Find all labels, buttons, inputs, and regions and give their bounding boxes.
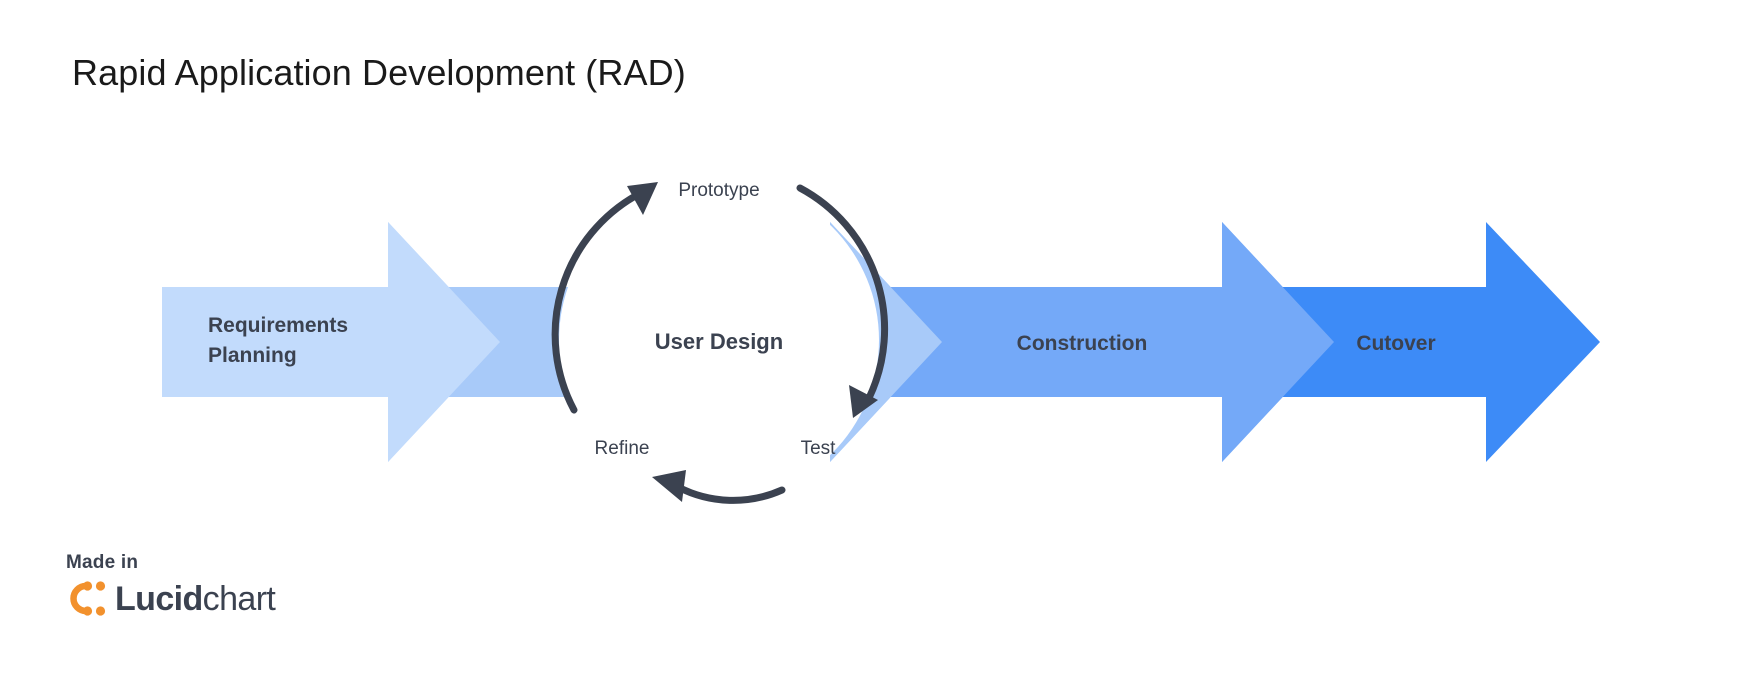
page-title: Rapid Application Development (RAD) (72, 52, 686, 93)
chevron-head-requirements-planning (388, 222, 500, 462)
phase-label-cutover: Cutover (1356, 332, 1435, 355)
wordmark-lucid: Lucid (115, 580, 203, 618)
cycle-arc-refine-to-prototype (551, 191, 641, 414)
user-design-cycle: Prototype Test Refine User Design (551, 180, 889, 504)
cycle-arrowhead-refine (652, 470, 686, 502)
cycle-step-label-prototype: Prototype (678, 180, 759, 201)
cycle-step-label-test: Test (801, 438, 837, 459)
chevron-shape-cutover (1222, 222, 1600, 462)
cycle-backdrop (559, 180, 879, 500)
lucidchart-wordmark: Lucidchart (115, 580, 276, 618)
phase-label-requirements-planning-line2: Planning (208, 344, 297, 367)
credit-made-in-label: Made in (66, 552, 139, 573)
cycle-arc-test-to-refine (674, 483, 786, 504)
wordmark-chart: chart (202, 580, 276, 618)
cycle-step-label-refine: Refine (595, 438, 650, 459)
credit-logo-row: Lucidchart (66, 580, 386, 618)
phase-label-requirements-planning-line1: Requirements (208, 314, 348, 337)
phase-label-construction: Construction (1017, 332, 1148, 355)
chevron-shape-construction (830, 222, 1334, 462)
chevron-head-construction (1222, 222, 1334, 462)
cycle-arc-prototype-to-test (796, 184, 889, 402)
cycle-center-label: User Design (655, 329, 783, 354)
lucidchart-logo-icon (70, 581, 106, 616)
phase-arrow-cutover[interactable]: Cutover (1222, 222, 1600, 462)
lucidchart-credit: Made in Lucidchart (66, 552, 386, 618)
cycle-arrowhead-test (849, 385, 878, 418)
cycle-arrowhead-prototype (627, 182, 658, 215)
